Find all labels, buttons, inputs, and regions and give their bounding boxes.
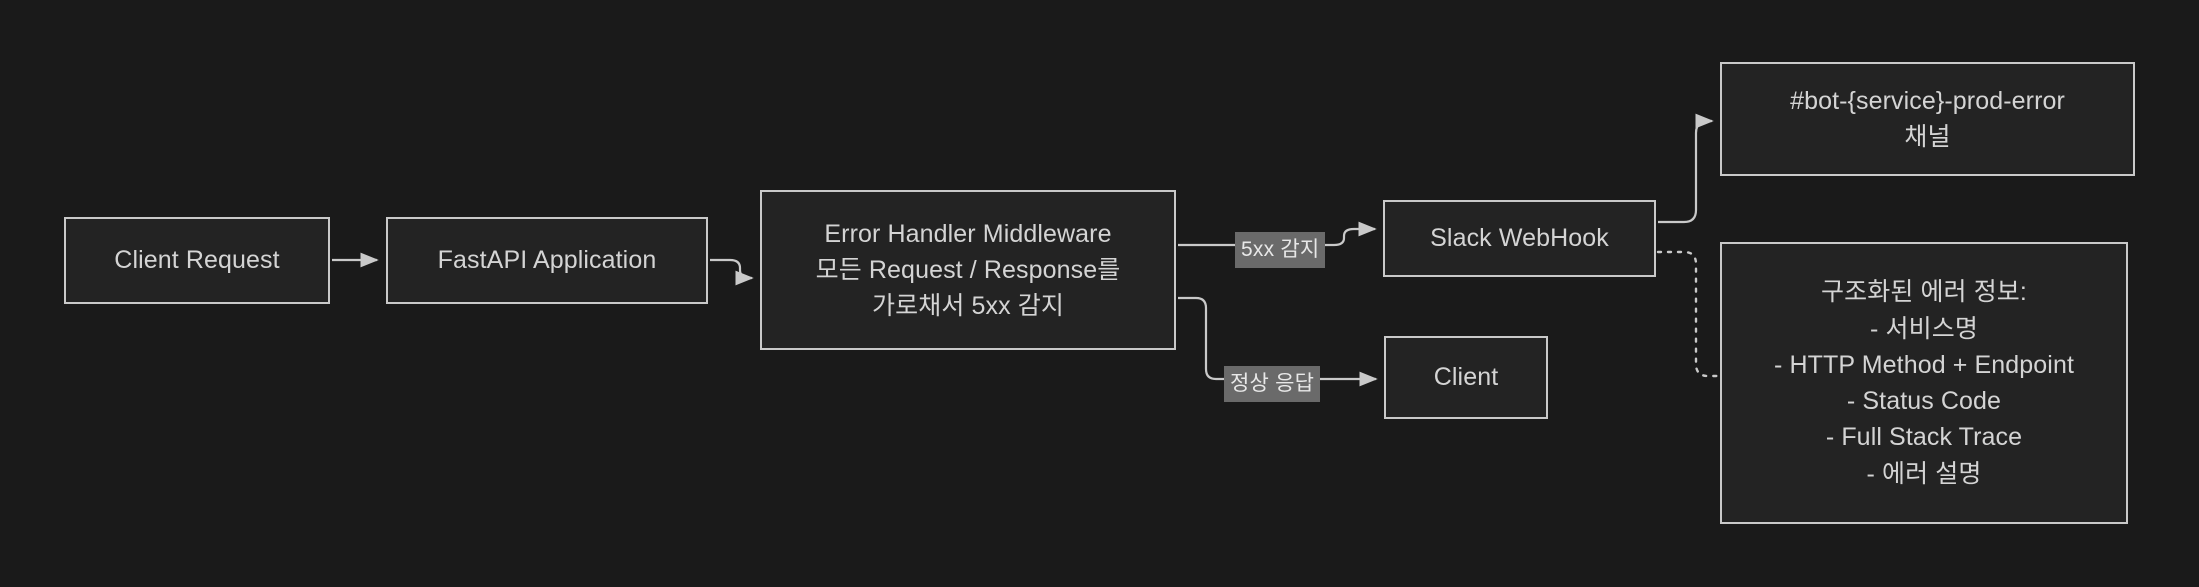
node-slack-channel-label: #bot-{service}-prod-error 채널 bbox=[1790, 86, 2065, 151]
node-fastapi-application[interactable]: FastAPI Application bbox=[386, 217, 708, 304]
node-client[interactable]: Client bbox=[1384, 336, 1548, 419]
node-slack-webhook[interactable]: Slack WebHook bbox=[1383, 200, 1656, 277]
node-structured-error-info[interactable]: 구조화된 에러 정보: - 서비스명 - HTTP Method + Endpo… bbox=[1720, 242, 2128, 524]
node-slack-channel[interactable]: #bot-{service}-prod-error 채널 bbox=[1720, 62, 2135, 176]
node-client-request-label: Client Request bbox=[114, 246, 280, 275]
node-structured-error-info-label: 구조화된 에러 정보: - 서비스명 - HTTP Method + Endpo… bbox=[1773, 278, 2074, 488]
node-error-handler-middleware-label: Error Handler Middleware 모든 Request / Re… bbox=[815, 219, 1121, 321]
node-slack-webhook-label: Slack WebHook bbox=[1430, 224, 1609, 253]
edge-fastapi-to-middleware bbox=[710, 258, 754, 286]
node-error-handler-middleware[interactable]: Error Handler Middleware 모든 Request / Re… bbox=[760, 190, 1176, 350]
edge-slack-webhook-to-channel bbox=[1658, 113, 1714, 224]
node-fastapi-application-label: FastAPI Application bbox=[437, 246, 657, 275]
edge-label-normal-response: 정상 응답 bbox=[1224, 366, 1321, 402]
node-client-label: Client bbox=[1433, 363, 1499, 392]
edge-label-5xx-detected: 5xx 감지 bbox=[1235, 232, 1326, 268]
edge-slack-webhook-to-error-info bbox=[1656, 250, 1720, 378]
node-client-request[interactable]: Client Request bbox=[64, 217, 330, 304]
